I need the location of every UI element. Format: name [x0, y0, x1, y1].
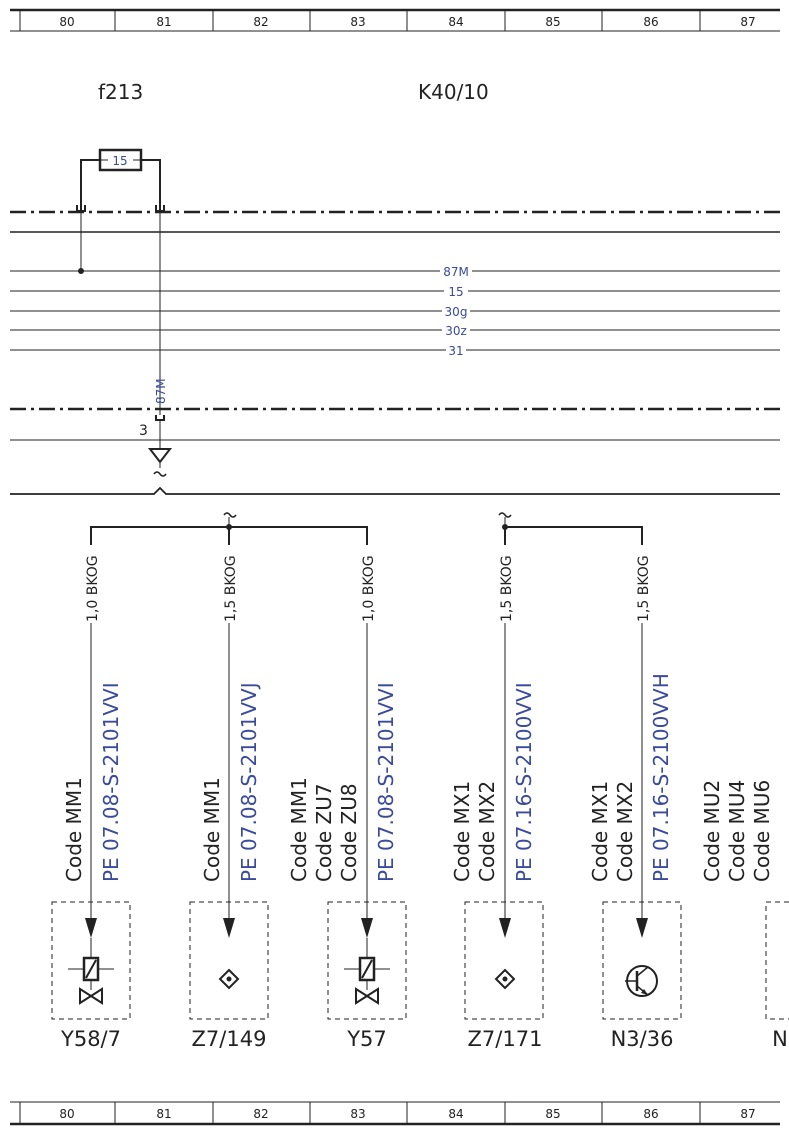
pe-reference-link[interactable]: PE 07.16-S-2100VVI [512, 682, 536, 882]
grid-col-label: 85 [545, 1107, 560, 1121]
wire-cross-section-label: 1,5 BKOG [499, 555, 515, 622]
code-label: Code MX2 [613, 781, 637, 882]
branch-group-right [498, 512, 643, 547]
solenoid-valve-icon [344, 938, 390, 1005]
tilde-icon [153, 471, 167, 477]
grid-col-label: 83 [350, 15, 365, 29]
grid-col-label: 81 [156, 15, 171, 29]
fuse-title: f213 [98, 80, 143, 104]
wire-cross-section-label: 1,0 BKOG [85, 555, 101, 622]
solenoid-valve-icon [68, 938, 114, 1005]
pin-number: 3 [139, 423, 148, 439]
wire-cross-section-label: 1,0 BKOG [361, 555, 377, 622]
connector-terminal [155, 415, 165, 421]
relay-title: K40/10 [418, 80, 489, 104]
bus-label-30g: 30g [445, 305, 468, 319]
wire-cross-section-label: 1,5 BKOG [636, 555, 652, 622]
branch-label-87m: 87M [154, 378, 168, 404]
code-label: Code MM1 [200, 777, 224, 882]
bus-lines: 87M 15 30g 30z 31 [10, 265, 780, 358]
code-label: Code MX1 [588, 781, 612, 882]
wire-z7-149: 1,5 BKOG Code MM1 PE 07.08-S-2101VVJ Z7/… [189, 540, 269, 1051]
connector-triangle-icon [147, 448, 173, 464]
connector-sleeve-icon [218, 968, 240, 990]
code-label: Code MM1 [62, 777, 86, 882]
partial-component: Code MU2 Code MU4 Code MU6 N [700, 780, 789, 1051]
code-label: Code MU4 [725, 780, 749, 882]
connector-sleeve-icon [494, 968, 516, 990]
code-label: Code MX1 [450, 781, 474, 882]
wire-cross-section-label: 1,5 BKOG [223, 555, 239, 622]
code-label: Code MM1 [287, 777, 311, 882]
wire-y57: 1,0 BKOG Code MM1 Code ZU7 Code ZU8 PE 0… [287, 540, 407, 1051]
code-label: Code MU6 [750, 780, 774, 882]
wire-z7-171: 1,5 BKOG Code MX1 Code MX2 PE 07.16-S-21… [450, 540, 544, 1051]
grid-col-label: 82 [253, 15, 268, 29]
grid-col-label: 80 [59, 15, 74, 29]
pe-reference-link[interactable]: PE 07.08-S-2101VVI [374, 682, 398, 882]
bus-label-30z: 30z [445, 324, 467, 338]
main-distribution-line [10, 486, 780, 495]
code-label: Code MX2 [475, 781, 499, 882]
wire-n3-36: 1,5 BKOG Code MX1 Code MX2 PE 07.16-S-21… [588, 540, 682, 1051]
grid-col-label: 83 [350, 1107, 365, 1121]
bus-label-87m: 87M [443, 265, 469, 279]
fuse-symbol: 15 [76, 148, 165, 212]
grid-col-label: 80 [59, 1107, 74, 1121]
code-label: Code ZU8 [337, 783, 361, 882]
grid-col-label: 82 [253, 1107, 268, 1121]
pe-reference-link[interactable]: PE 07.16-S-2100VVH [649, 673, 673, 882]
grid-col-label: 84 [448, 1107, 463, 1121]
grid-col-label: 81 [156, 1107, 171, 1121]
bus-label-15: 15 [448, 285, 463, 299]
component-designation: N3/36 [611, 1027, 674, 1051]
grid-col-label: 87 [740, 15, 755, 29]
code-label: Code ZU7 [312, 783, 336, 882]
grid-col-label: 84 [448, 15, 463, 29]
component-designation: N [772, 1027, 788, 1051]
bus-label-31: 31 [448, 344, 463, 358]
component-designation: Z7/149 [192, 1027, 267, 1051]
grid-col-label: 85 [545, 15, 560, 29]
grid-col-label: 87 [740, 1107, 755, 1121]
top-grid-ruler: 80 81 82 83 84 85 86 87 [10, 8, 780, 32]
component-designation: Z7/171 [468, 1027, 543, 1051]
wire-y58-7: 1,0 BKOG Code MM1 PE 07.08-S-2101VVI Y58… [51, 540, 131, 1051]
component-designation: Y58/7 [60, 1027, 121, 1051]
pe-reference-link[interactable]: PE 07.08-S-2101VVJ [237, 682, 261, 882]
grid-col-label: 86 [643, 1107, 658, 1121]
code-label: Code MU2 [700, 780, 724, 882]
component-designation: Y57 [346, 1027, 387, 1051]
fuse-rating: 15 [112, 154, 127, 168]
pe-reference-link[interactable]: PE 07.08-S-2101VVI [99, 682, 123, 882]
bottom-grid-ruler: 80 81 82 83 84 85 86 87 [10, 1101, 780, 1126]
grid-col-label: 86 [643, 15, 658, 29]
transistor-icon [625, 965, 658, 997]
